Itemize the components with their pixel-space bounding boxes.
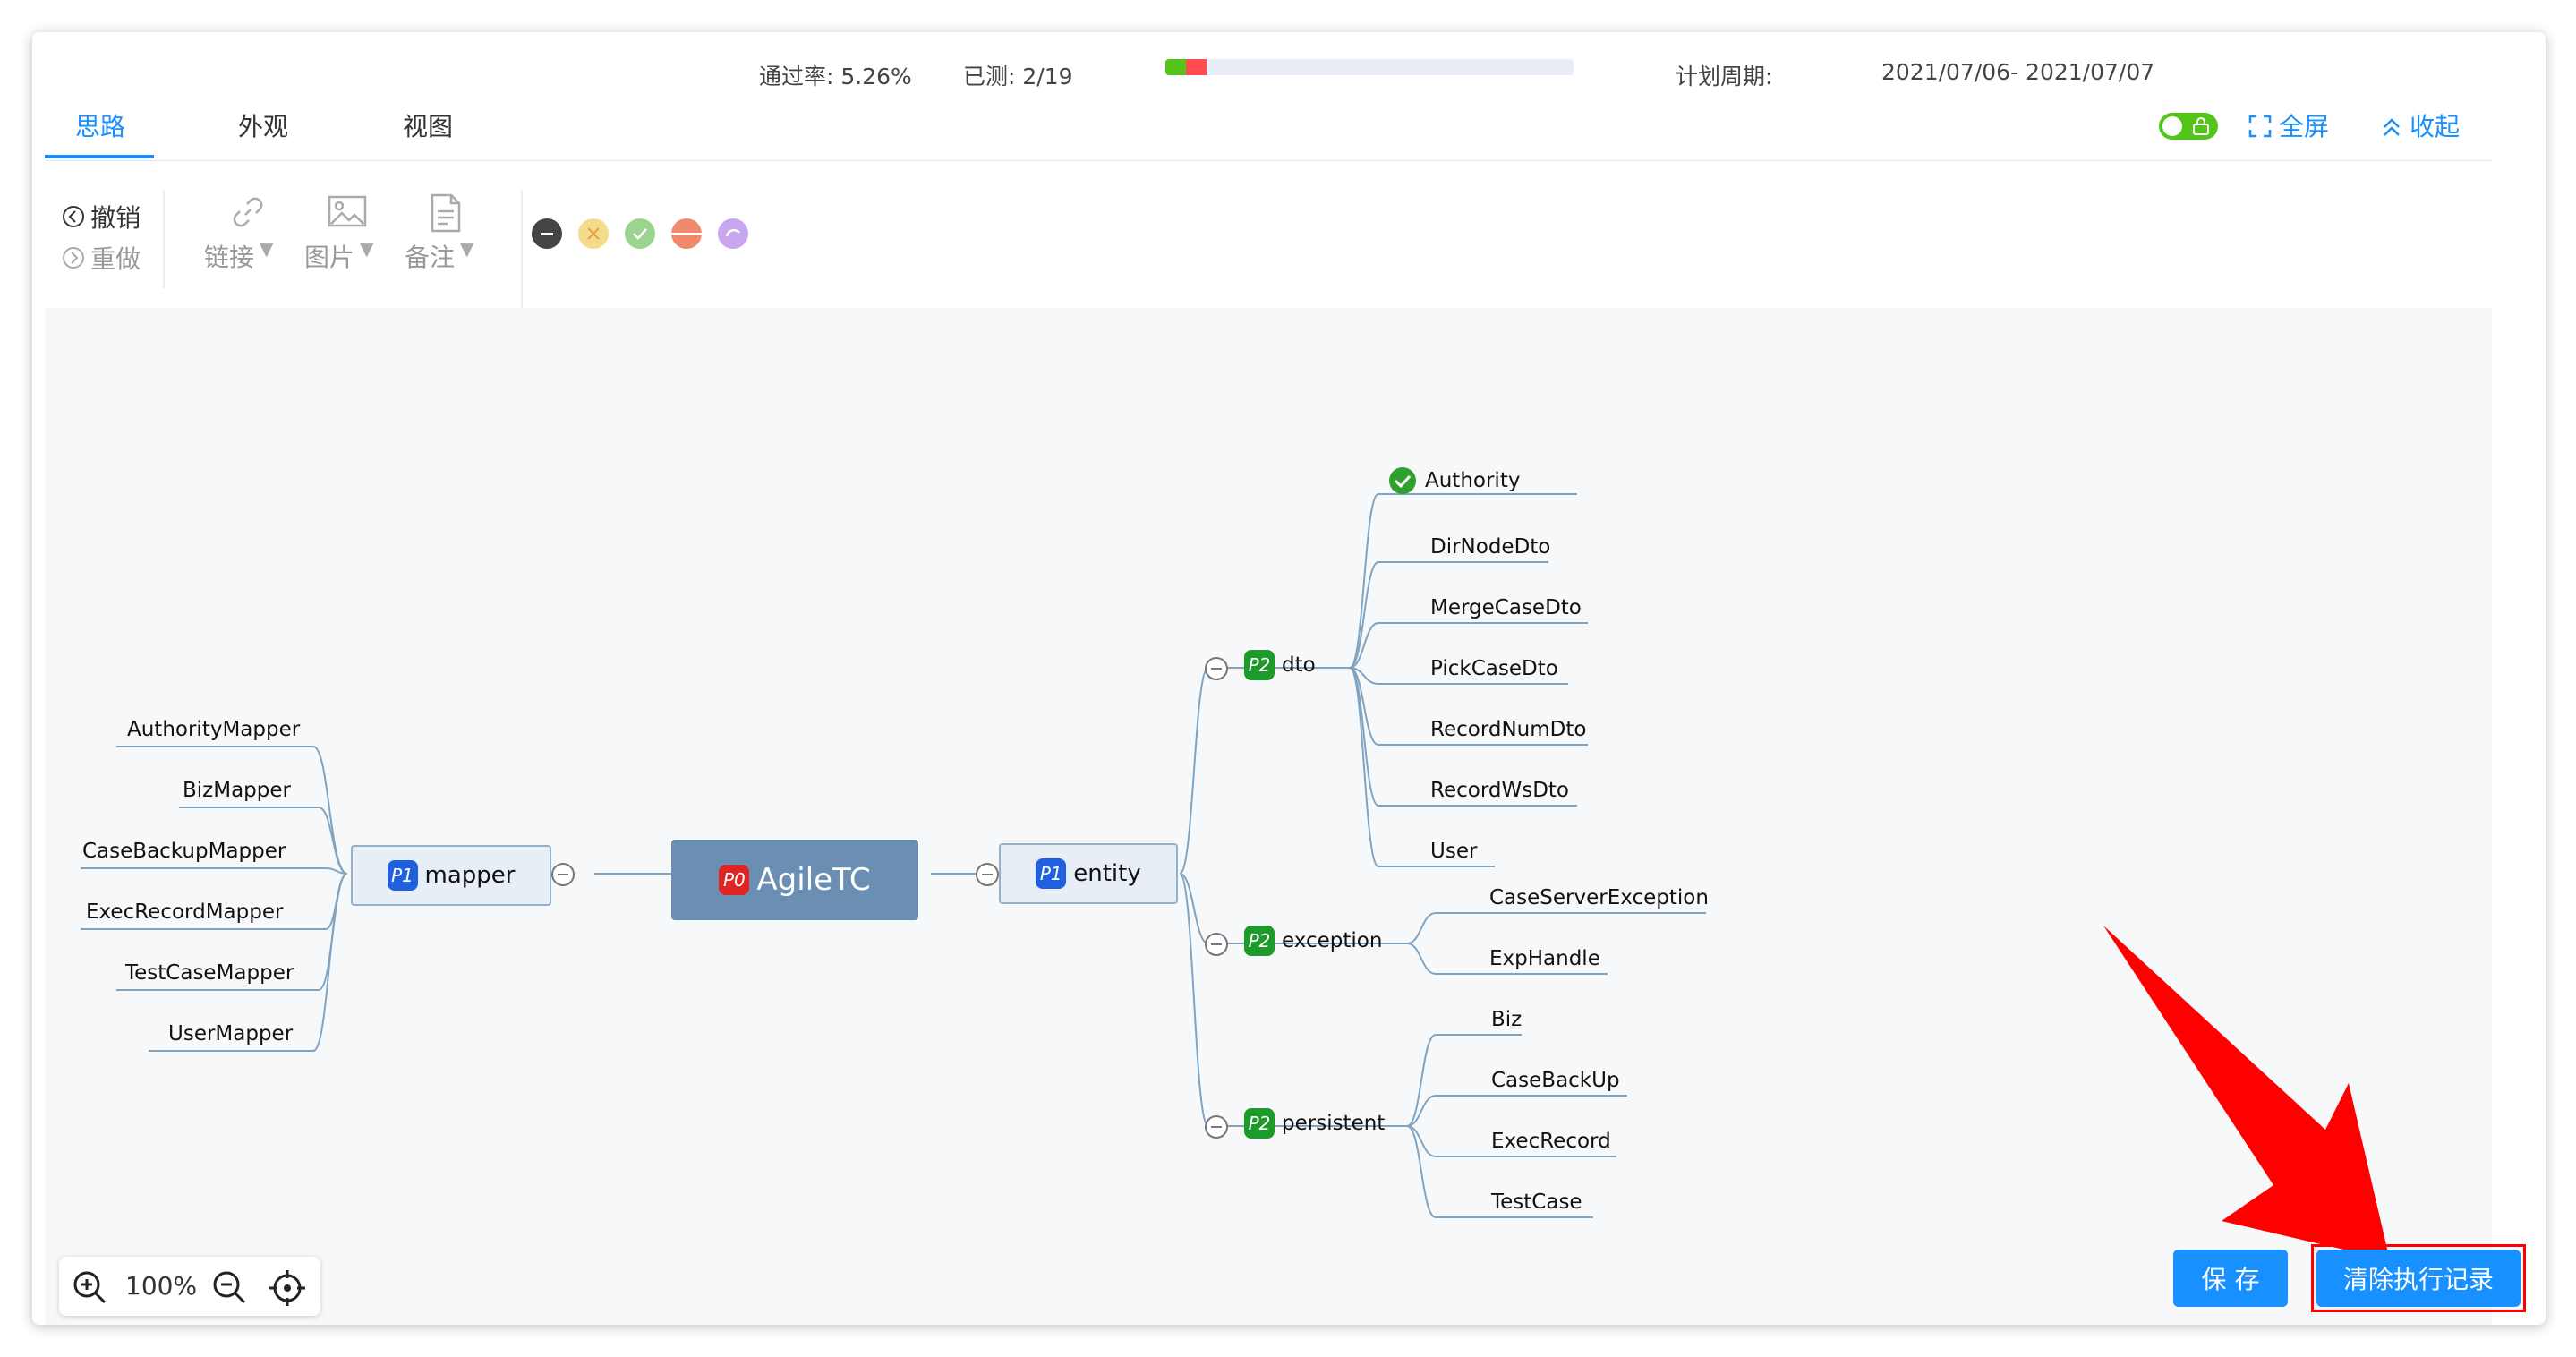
pass-rate: 通过率: 5.26% [759,64,912,90]
fullscreen-button[interactable]: 全屏 [2279,112,2330,141]
dto-child-authority[interactable]: Authority [1387,465,1520,496]
link-tool[interactable]: 链接 ▼ [204,193,285,292]
mapper-child[interactable]: TestCaseMapper [125,961,294,985]
locate-center-icon[interactable] [269,1269,306,1307]
undo-label: 撤销 [90,203,141,233]
collapse-button[interactable]: 收起 [2410,112,2461,141]
image-tool[interactable]: 图片 ▼ [304,193,385,292]
toolbar-divider-2 [521,190,523,324]
status-skip-icon[interactable] [718,218,748,249]
zoom-controls: 100% [59,1257,320,1316]
status-clear-icon[interactable] [532,218,562,249]
persistent-child[interactable]: Biz [1491,1008,1523,1031]
priority-badge: P2 [1244,1108,1275,1139]
mapper-child[interactable]: UserMapper [168,1022,294,1045]
plan-label: 计划周期: [1676,64,1773,90]
status-pass-icon[interactable] [625,218,655,249]
mapper-child[interactable]: CaseBackupMapper [82,840,286,863]
mapper-collapse-toggle[interactable] [551,863,575,886]
dto-child[interactable]: RecordWsDto [1430,779,1569,802]
lock-icon [2193,117,2209,135]
mindmap-canvas[interactable]: P0 AgileTC P1 mapper AuthorityMapper Biz… [45,308,2492,1325]
dto-label: dto [1282,653,1316,677]
root-label: AgileTC [756,862,871,898]
image-dropdown-caret-icon: ▼ [360,238,374,260]
redo-label: 重做 [90,244,141,274]
progress-passed [1165,59,1186,75]
dto-child[interactable]: PickCaseDto [1430,657,1558,680]
dto-child[interactable]: RecordNumDto [1430,718,1587,741]
note-label: 备注 [405,243,456,272]
persistent-child[interactable]: ExecRecord [1491,1130,1611,1153]
note-dropdown-caret-icon: ▼ [460,238,474,260]
fullscreen-icon[interactable] [2248,115,2272,138]
lock-toggle[interactable] [2159,113,2218,140]
tab-divider [45,160,2492,161]
tab-ideas[interactable]: 思路 [75,112,126,141]
persistent-child[interactable]: TestCase [1491,1191,1582,1214]
entity-collapse-toggle[interactable] [976,863,999,886]
active-tab-indicator [45,155,154,158]
mapper-node[interactable]: P1 mapper [351,845,551,906]
image-icon [328,195,367,227]
exception-node[interactable]: P2 exception [1244,926,1382,956]
redo-button[interactable]: 重做 [61,240,141,276]
priority-badge: P1 [1036,858,1067,889]
mapper-child[interactable]: BizMapper [183,779,291,802]
persistent-label: persistent [1282,1112,1386,1135]
exception-collapse-toggle[interactable] [1205,933,1228,956]
priority-badge: P2 [1244,650,1275,680]
exception-label: exception [1282,929,1383,952]
priority-badge: P1 [387,860,418,891]
mapper-label: mapper [424,862,516,889]
progress-failed [1185,59,1207,75]
redo-icon [63,247,84,269]
undo-icon [63,206,84,227]
link-label: 链接 [204,243,255,272]
check-circle-icon [1389,467,1416,494]
persistent-collapse-toggle[interactable] [1205,1115,1228,1139]
exception-child[interactable]: ExpHandle [1489,947,1600,970]
annotation-arrow [2103,926,2390,1260]
link-dropdown-caret-icon: ▼ [260,238,274,260]
dto-child[interactable]: User [1430,840,1478,863]
dto-node[interactable]: P2 dto [1244,650,1316,680]
app-window: 通过率: 5.26% 已测: 2/19 计划周期: 2021/07/06- 20… [32,32,2546,1325]
priority-badge: P0 [719,865,750,895]
zoom-level: 100% [125,1271,198,1301]
dto-child[interactable]: MergeCaseDto [1430,596,1582,619]
status-fail-icon[interactable] [671,218,702,249]
toolbar-divider [163,190,165,288]
mapper-child[interactable]: AuthorityMapper [127,718,301,741]
persistent-child[interactable]: CaseBackUp [1491,1069,1620,1092]
highlight-box [2311,1244,2526,1312]
zoom-out-icon[interactable] [211,1269,247,1305]
clear-records-button[interactable]: 清除执行记录 [2316,1250,2521,1307]
tested-count: 已测: 2/19 [963,64,1073,90]
progress-bar [1165,59,1574,75]
persistent-node[interactable]: P2 persistent [1244,1108,1385,1139]
save-button[interactable]: 保 存 [2173,1250,2288,1307]
status-blocked-icon[interactable] [578,218,609,249]
entity-label: entity [1073,860,1141,887]
double-chevron-up-icon[interactable] [2381,116,2402,138]
note-tool[interactable]: 备注 ▼ [405,193,485,292]
link-icon [233,197,263,227]
mapper-child[interactable]: ExecRecordMapper [86,900,284,924]
image-label: 图片 [304,243,355,272]
tab-appearance[interactable]: 外观 [238,112,289,141]
dto-collapse-toggle[interactable] [1205,657,1228,680]
priority-badge: P2 [1244,926,1275,956]
exception-child[interactable]: CaseServerException [1489,886,1709,909]
entity-node[interactable]: P1 entity [999,843,1178,904]
tab-view[interactable]: 视图 [403,112,454,141]
dto-child[interactable]: DirNodeDto [1430,535,1551,559]
note-icon [431,193,461,233]
root-node[interactable]: P0 AgileTC [671,840,918,920]
plan-dates: 2021/07/06- 2021/07/07 [1881,59,2155,85]
zoom-in-icon[interactable] [72,1269,107,1305]
undo-button[interactable]: 撤销 [61,199,141,235]
